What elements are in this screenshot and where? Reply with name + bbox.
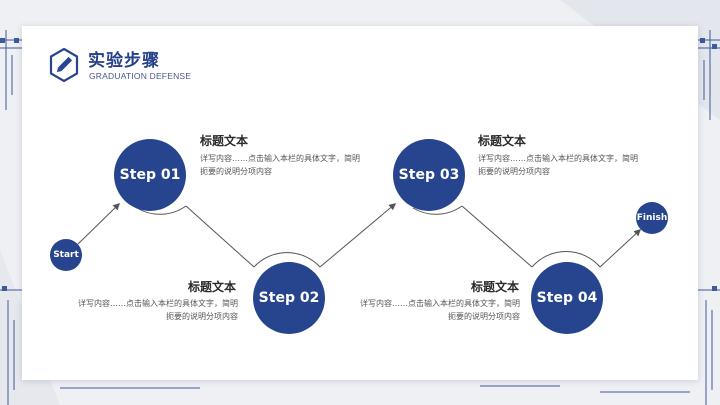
step-02-circle: Step 02 [253, 262, 325, 334]
step-02-heading: 标题文本 [187, 280, 236, 294]
step-04-description: 详写内容……点击输入本栏的具体文字，简明扼要的说明分项内容 [360, 299, 520, 321]
finish-node: Finish [636, 202, 668, 234]
start-node: Start [50, 239, 82, 271]
pencil-hexagon-icon [49, 48, 79, 82]
step-04-heading: 标题文本 [470, 280, 519, 294]
page-subtitle: GRADUATION DEFENSE [89, 71, 192, 81]
step-01-circle: Step 01 [114, 139, 186, 211]
step-04-circle: Step 04 [531, 262, 603, 334]
step-03-description: 详写内容……点击输入本栏的具体文字，简明扼要的说明分项内容 [478, 154, 638, 176]
page-title: 实验步骤 [88, 51, 160, 71]
step-03-circle: Step 03 [393, 139, 465, 211]
step-02-description: 详写内容……点击输入本栏的具体文字，简明扼要的说明分项内容 [78, 299, 238, 321]
step-01-description: 详写内容……点击输入本栏的具体文字，简明扼要的说明分项内容 [200, 154, 360, 176]
step-01-heading: 标题文本 [200, 134, 249, 148]
step-03-heading: 标题文本 [478, 134, 527, 148]
